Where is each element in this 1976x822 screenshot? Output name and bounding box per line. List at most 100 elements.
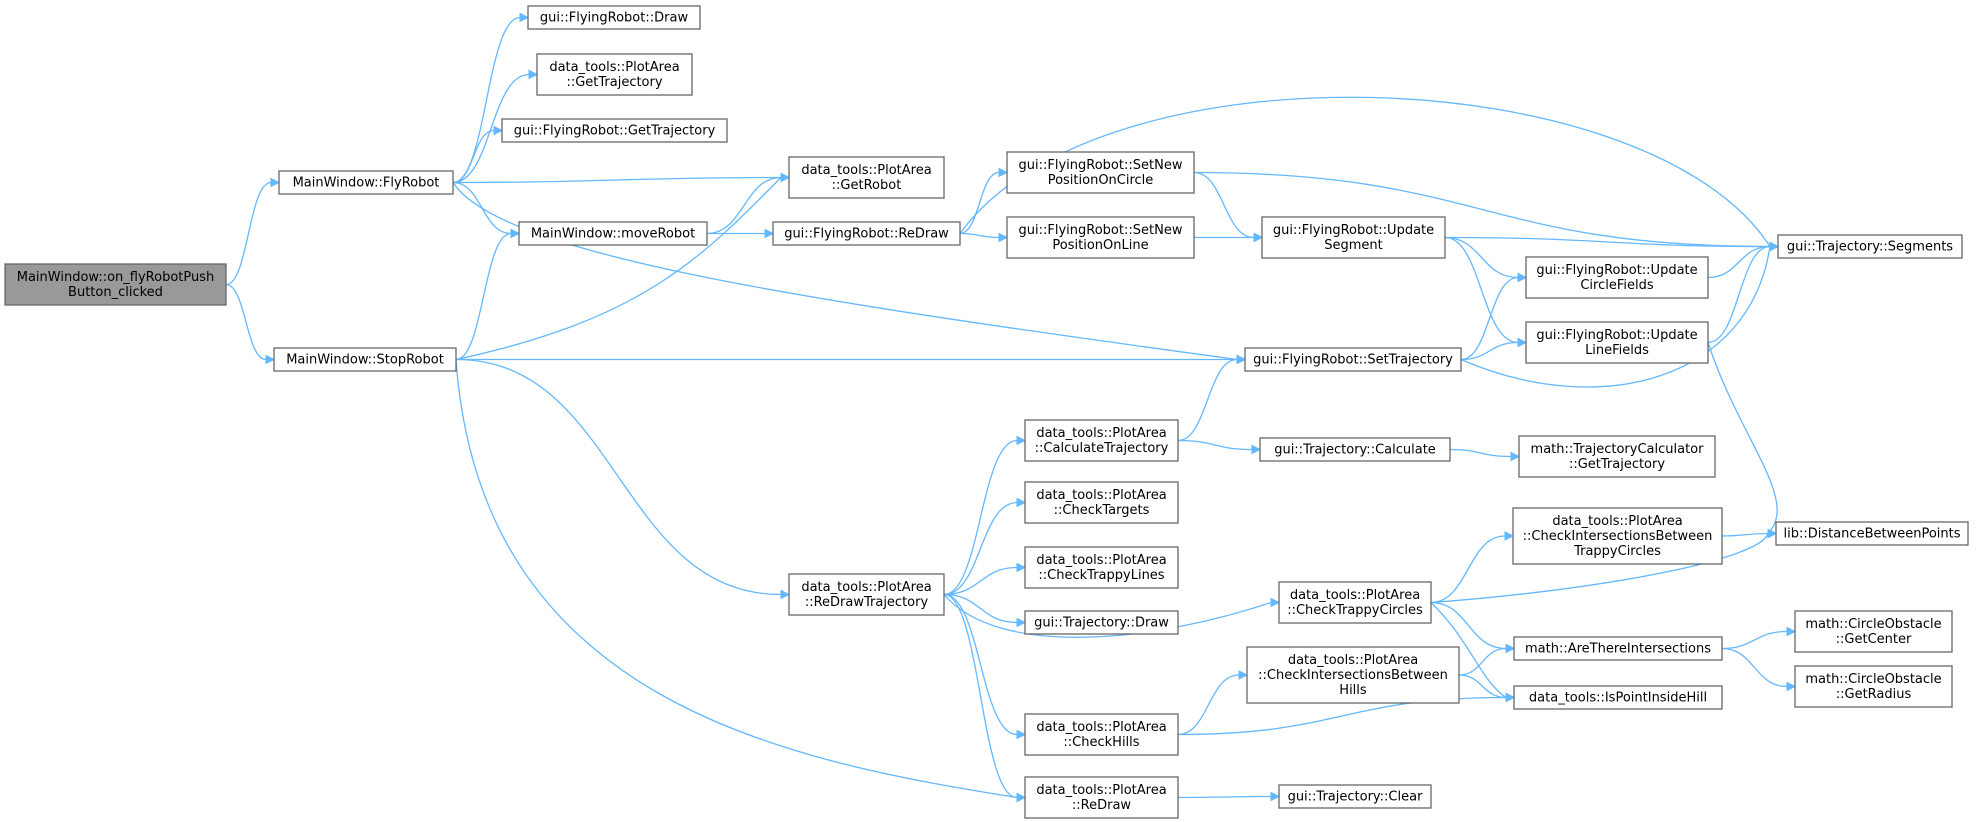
edge-settraj-to-updatecircle: [1460, 272, 1528, 361]
node-checkinterH[interactable]: data_tools::PlotArea::CheckIntersections…: [1246, 646, 1460, 704]
node-box: [1525, 256, 1709, 299]
edge-arrowhead: [519, 12, 530, 23]
edge-line: [943, 566, 1018, 596]
node-label-line: gui::Trajectory::Clear: [1288, 790, 1424, 805]
edge-line: [1721, 630, 1788, 650]
node-label-line: gui::Trajectory::Draw: [1034, 616, 1169, 631]
edge-line: [943, 594, 1272, 638]
node-getradius[interactable]: math::CircleObstacle::GetRadius: [1794, 665, 1953, 708]
edge-line: [1444, 236, 1519, 344]
edge-line: [452, 73, 530, 184]
edge-redrawtraj-to-calctraj: [943, 435, 1027, 596]
edge-moverobot-to-redraw_fr: [706, 228, 775, 239]
edge-arrowhead: [1238, 670, 1249, 680]
edge-line: [1193, 171, 1255, 239]
edge-flyrobot-to-fr_gettraj: [452, 125, 504, 184]
node-segments[interactable]: gui::Trajectory::Segments: [1777, 234, 1963, 259]
node-label-line: lib::DistanceBetweenPoints: [1783, 527, 1960, 542]
edge-line: [452, 176, 782, 184]
node-box: [278, 170, 454, 195]
node-traj_clear[interactable]: gui::Trajectory::Clear: [1278, 784, 1432, 809]
edge-flyrobot-to-getrobot: [452, 172, 791, 184]
node-label-line: ::ReDrawTrajectory: [805, 595, 929, 610]
edge-redrawtraj-to-pa_redraw: [943, 593, 1027, 803]
node-flyrobot[interactable]: MainWindow::FlyRobot: [278, 170, 454, 195]
edge-arrowhead: [1786, 626, 1797, 637]
node-traj_draw[interactable]: gui::Trajectory::Draw: [1024, 610, 1179, 635]
node-stoprobot[interactable]: MainWindow::StopRobot: [273, 347, 457, 372]
node-ispointinside[interactable]: data_tools::IsPointInsideHill: [1513, 685, 1723, 710]
edge-flyrobot-to-pa_gettraj: [452, 69, 539, 184]
edge-redrawtraj-to-traj_draw: [943, 593, 1027, 628]
node-checkinterTC[interactable]: data_tools::PlotArea::CheckIntersections…: [1512, 507, 1723, 565]
node-calctraj[interactable]: data_tools::PlotArea::CalculateTrajector…: [1024, 419, 1179, 462]
node-box: [1024, 610, 1179, 635]
edge-arrowhead: [998, 167, 1009, 178]
node-root[interactable]: MainWindow::on_flyRobotPushButton_clicke…: [4, 263, 227, 306]
node-pa_gettraj[interactable]: data_tools::PlotArea::GetTrajectory: [536, 53, 693, 96]
edge-flyrobot-to-draw: [452, 12, 530, 184]
edge-line: [1449, 448, 1512, 458]
edge-redraw_fr-to-setnewcircle: [959, 167, 1009, 235]
node-math_gettraj[interactable]: math::TrajectoryCalculator::GetTrajector…: [1518, 435, 1716, 478]
edge-updateseg-to-segments: [1444, 236, 1780, 252]
edge-arrowhead: [270, 177, 281, 188]
node-label-line: gui::FlyingRobot::GetTrajectory: [514, 124, 716, 139]
node-box: [1794, 665, 1953, 708]
node-fr_gettraj[interactable]: gui::FlyingRobot::GetTrajectory: [501, 118, 728, 143]
node-draw[interactable]: gui::FlyingRobot::Draw: [527, 5, 701, 30]
node-label-line: ::CalculateTrajectory: [1035, 441, 1169, 456]
edge-line: [1193, 171, 1771, 248]
node-arethere[interactable]: math::AreThereIntersections: [1513, 636, 1723, 661]
edge-arrowhead: [1510, 451, 1521, 462]
edge-line: [1430, 533, 1769, 604]
node-box: [1006, 151, 1195, 194]
node-box: [1024, 419, 1179, 462]
node-checktrappylines[interactable]: data_tools::PlotArea::CheckTrappyLines: [1024, 546, 1179, 589]
edge-settraj-to-segments: [1460, 241, 1780, 388]
node-label-line: data_tools::PlotArea: [1036, 720, 1166, 735]
node-label-line: gui::FlyingRobot::SetTrajectory: [1253, 353, 1453, 368]
edge-redraw_fr-to-setnewline: [959, 232, 1009, 243]
edge-line: [943, 593, 1018, 799]
edge-redrawtraj-to-checktrappycircles: [943, 594, 1281, 638]
node-moverobot[interactable]: MainWindow::moveRobot: [518, 221, 708, 246]
node-label-line: gui::Trajectory::Calculate: [1274, 443, 1436, 458]
node-label-line: data_tools::PlotArea: [1036, 553, 1166, 568]
node-checkhills[interactable]: data_tools::PlotArea::CheckHills: [1024, 713, 1179, 756]
edge-checkinterH-to-arethere: [1458, 643, 1516, 676]
node-label-line: data_tools::IsPointInsideHill: [1529, 691, 1707, 706]
edge-arrowhead: [1016, 497, 1027, 508]
node-label-line: data_tools::PlotArea: [1290, 588, 1420, 603]
node-label-line: ::GetTrajectory: [566, 75, 662, 90]
node-label-line: gui::FlyingRobot::SetNew: [1019, 223, 1183, 238]
node-box: [788, 156, 945, 199]
node-getcenter[interactable]: math::CircleObstacle::GetCenter: [1794, 610, 1953, 653]
node-label-line: math::TrajectoryCalculator: [1531, 442, 1705, 457]
node-pa_redraw[interactable]: data_tools::PlotArea::ReDraw: [1024, 776, 1179, 819]
node-label-line: ::CheckIntersectionsBetween: [1523, 529, 1713, 544]
node-redrawtraj[interactable]: data_tools::PlotArea::ReDrawTrajectory: [788, 573, 945, 616]
edge-line: [1444, 236, 1519, 279]
node-box: [1278, 784, 1432, 809]
node-label-line: data_tools::PlotArea: [1036, 783, 1166, 798]
node-redraw_fr[interactable]: gui::FlyingRobot::ReDraw: [772, 221, 961, 246]
node-getrobot[interactable]: data_tools::PlotArea::GetRobot: [788, 156, 945, 199]
node-label-line: ::GetRadius: [1836, 687, 1912, 702]
edge-arrowhead: [780, 589, 791, 600]
edge-line: [1460, 276, 1519, 361]
node-checktrappycircles[interactable]: data_tools::PlotArea::CheckTrappyCircles: [1278, 581, 1432, 624]
node-settraj[interactable]: gui::FlyingRobot::SetTrajectory: [1244, 347, 1462, 372]
edge-line: [1460, 341, 1519, 361]
node-distance[interactable]: lib::DistanceBetweenPoints: [1775, 521, 1969, 546]
node-checktargets[interactable]: data_tools::PlotArea::CheckTargets: [1024, 481, 1179, 524]
node-traj_calc[interactable]: gui::Trajectory::Calculate: [1259, 437, 1451, 462]
edge-line: [943, 439, 1018, 596]
node-box: [1775, 521, 1969, 546]
